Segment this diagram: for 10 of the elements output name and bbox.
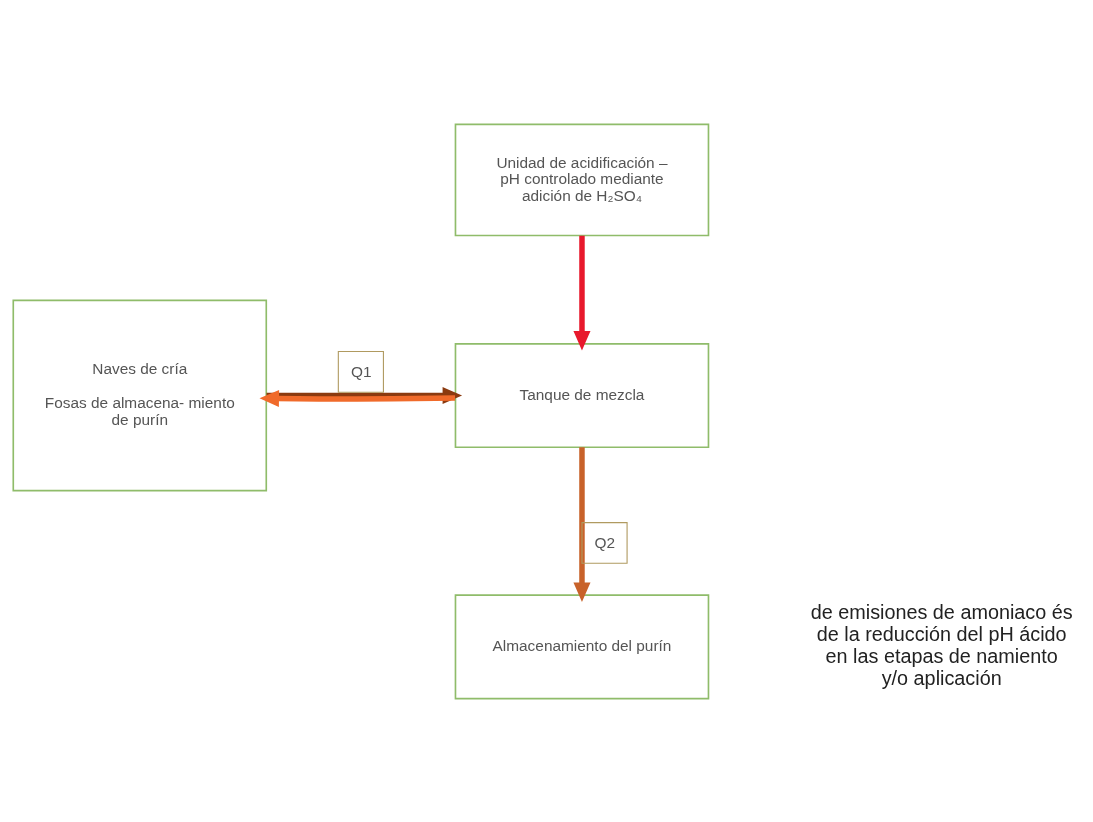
node-box: Tanque de mezcla: [454, 342, 710, 448]
arrow: [573, 446, 591, 602]
edge-label: Q2: [594, 533, 616, 551]
arrow: [573, 235, 591, 350]
node-box: Naves de cría Fosas de almacena- miento de purín: [12, 299, 268, 492]
edge-label: Q1: [350, 362, 372, 380]
node-box: Almacenamiento del purín: [454, 593, 710, 699]
label: de emisiones de amoniaco és de la reducción del pH ácido en las etapas de namiento y/o aplicación: [810, 600, 1073, 689]
arrow: [259, 389, 456, 407]
node-box: Unidad de acidificación – pH controlado mediante adición de H₂SO₄: [454, 123, 710, 236]
